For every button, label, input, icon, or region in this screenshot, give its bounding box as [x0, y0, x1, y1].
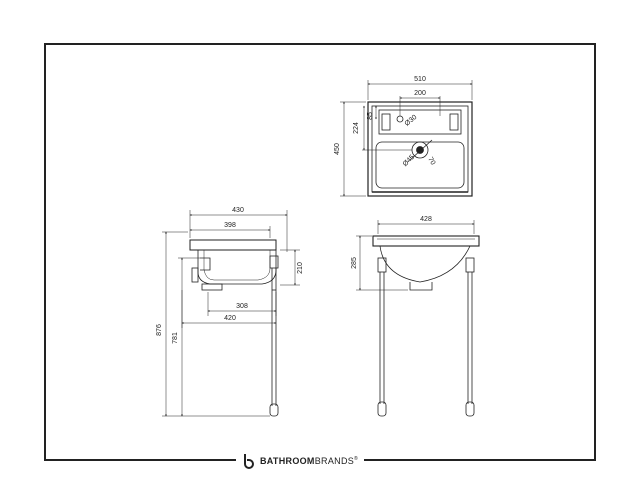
dim-label-450: 450 [334, 143, 341, 155]
brand-registered-mark: ® [354, 456, 359, 462]
front-top-slab [372, 235, 480, 247]
side-basin-inner [203, 250, 271, 281]
dim-label-876: 876 [156, 324, 163, 336]
dim-label-210: 210 [297, 262, 304, 274]
dim-label-398: 398 [224, 222, 236, 229]
dim-label-430: 430 [232, 207, 244, 214]
plan-view [367, 101, 473, 197]
dim-label-85: 85 [367, 112, 374, 120]
side-waste [201, 283, 223, 291]
dim-label-510: 510 [414, 76, 426, 83]
side-tap-connector [200, 257, 211, 271]
front-basin-body [379, 245, 471, 283]
plan-outer-outline [367, 101, 473, 197]
side-view [189, 239, 279, 417]
dim-label-308: 308 [236, 303, 248, 310]
plan-tap-left [381, 113, 391, 131]
front-foot-right [465, 401, 475, 417]
dim-label-200: 200 [414, 90, 426, 97]
brand-footer: BATHROOMBRANDS® [0, 451, 640, 471]
plan-overflow-hole [396, 115, 404, 123]
dim-label-285: 285 [351, 257, 358, 269]
brand-logo: BATHROOMBRANDS® [236, 451, 365, 471]
plan-dimensions [340, 80, 473, 197]
brand-name-part2: BRANDS [314, 456, 355, 466]
dim-label-781: 781 [172, 332, 179, 344]
dim-label-420: 420 [224, 315, 236, 322]
side-wall-bracket [191, 267, 199, 283]
front-view [372, 235, 480, 417]
brand-name-part1: BATHROOM [260, 456, 315, 466]
dim-label-428: 428 [420, 216, 432, 223]
brand-name: BATHROOMBRANDS® [260, 456, 358, 466]
bathroom-brands-logo-icon [244, 454, 254, 469]
dim-label-waste-dim: 70 [426, 156, 436, 166]
front-dimensions [356, 220, 475, 291]
side-top-slab [189, 239, 277, 251]
plan-deck [378, 109, 462, 135]
side-leg-collar [269, 255, 279, 269]
side-dimensions [162, 210, 300, 417]
plan-tap-right [449, 113, 459, 131]
front-leg-collar-left [377, 257, 387, 273]
side-leg-foot [269, 403, 279, 417]
dim-label-tap-hole: Ø30 [404, 114, 419, 128]
dim-label-224: 224 [353, 122, 360, 134]
front-waste [409, 282, 433, 291]
front-foot-left [377, 401, 387, 417]
front-leg-collar-right [465, 257, 475, 273]
side-basin-body [197, 250, 277, 285]
plan-waste-leader [409, 139, 433, 161]
plan-waste-hole [416, 146, 424, 154]
